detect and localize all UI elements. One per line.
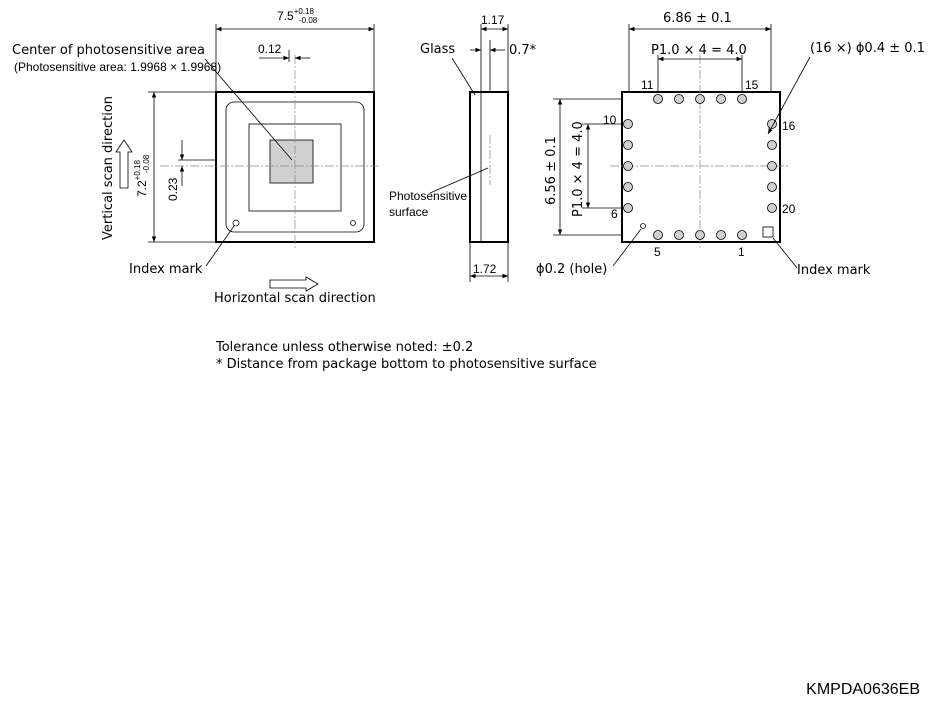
- pin-pad: [674, 94, 684, 104]
- pin-label-5: 5: [654, 245, 661, 259]
- front-width-tol-lower: -0.08: [299, 16, 318, 25]
- center-label: Center of photosensitive area: [12, 43, 205, 58]
- drawing-code: KMPDA0636EB: [806, 681, 920, 698]
- pin-pads: [623, 94, 777, 240]
- vertical-scan-label: Vertical scan direction: [101, 96, 116, 240]
- pin-pad: [623, 203, 633, 213]
- side-package: [469, 91, 509, 243]
- pin-label-6: 6: [611, 207, 618, 221]
- bottom-package: [621, 91, 781, 243]
- pin-pad: [716, 94, 726, 104]
- front-height-tol-lower: -0.08: [142, 154, 151, 173]
- pin-pad: [716, 230, 726, 240]
- glass-label: Glass: [420, 42, 455, 57]
- pin-pad: [623, 119, 633, 129]
- footnote: * Distance from package bottom to photos…: [216, 357, 597, 372]
- pin-pad: [737, 230, 747, 240]
- center-offset-x: 0.12: [258, 42, 282, 56]
- pin-diameter-label: (16 ×) ϕ0.4 ± 0.1: [810, 41, 925, 56]
- pin-pad: [767, 203, 777, 213]
- pin-label-15: 15: [745, 78, 759, 92]
- pin-pad: [653, 94, 663, 104]
- pin-pad: [623, 182, 633, 192]
- pin-pad: [623, 140, 633, 150]
- bottom-pitch-v: P1.0 × 4 = 4.0: [571, 121, 586, 217]
- area-note: (Photosensitive area: 1.9968 × 1.9968): [14, 60, 221, 74]
- tolerance-note: Tolerance unless otherwise noted: ±0.2: [216, 340, 474, 355]
- pin-pad: [623, 161, 633, 171]
- pin-label-10: 10: [603, 113, 617, 127]
- surface-label-line1: Photosensitive: [389, 189, 467, 203]
- horizontal-scan-label: Horizontal scan direction: [214, 291, 376, 306]
- bottom-width-dim: 6.86 ± 0.1: [663, 11, 732, 26]
- pin-label-20: 20: [782, 202, 796, 216]
- pin-pad: [695, 230, 705, 240]
- bottom-index-mark-label: Index mark: [797, 263, 871, 278]
- pin-label-16: 16: [782, 119, 796, 133]
- bottom-index-mark-icon: [762, 226, 774, 238]
- photosensitive-area: [269, 139, 314, 184]
- bottom-pitch-h: P1.0 × 4 = 4.0: [651, 43, 747, 58]
- surface-label-line2: surface: [389, 205, 429, 219]
- pin-pad: [737, 94, 747, 104]
- hole-label: ϕ0.2 (hole): [536, 262, 607, 277]
- pin-pad: [767, 182, 777, 192]
- pin-label-11: 11: [641, 78, 654, 92]
- pin-pad: [674, 230, 684, 240]
- pin-pad: [767, 140, 777, 150]
- index-dot-icon: [350, 220, 356, 226]
- vertical-scan-arrow-icon: [115, 139, 133, 189]
- front-width-dim: 7.5+0.18: [277, 7, 314, 23]
- side-thickness-dim: 1.72: [473, 262, 497, 276]
- side-distance-dim: 0.7*: [509, 43, 537, 58]
- index-mark-icon: [232, 219, 240, 227]
- side-width-dim: 1.17: [481, 13, 505, 27]
- front-view: 7.5+0.18 -0.08 0.12 Center of photosensi…: [12, 7, 380, 306]
- front-height-dim: 7.2+0.18: [133, 160, 149, 197]
- side-view: 1.17 0.7* Glass Photosensitive surface 1…: [389, 13, 537, 282]
- pin-pad: [767, 161, 777, 171]
- pin-pad: [653, 230, 663, 240]
- pin-label-1: 1: [738, 245, 745, 259]
- bottom-view: 11 15 10 16 6 20 5 1 6.86 ± 0.1 P1.0 × 4…: [536, 11, 925, 278]
- center-offset-y: 0.23: [166, 177, 180, 201]
- front-index-mark-label: Index mark: [129, 262, 203, 277]
- horizontal-scan-arrow-icon: [269, 276, 319, 292]
- bottom-height-dim: 6.56 ± 0.1: [544, 136, 559, 205]
- hole-icon: [640, 223, 646, 229]
- pin-pad: [695, 94, 705, 104]
